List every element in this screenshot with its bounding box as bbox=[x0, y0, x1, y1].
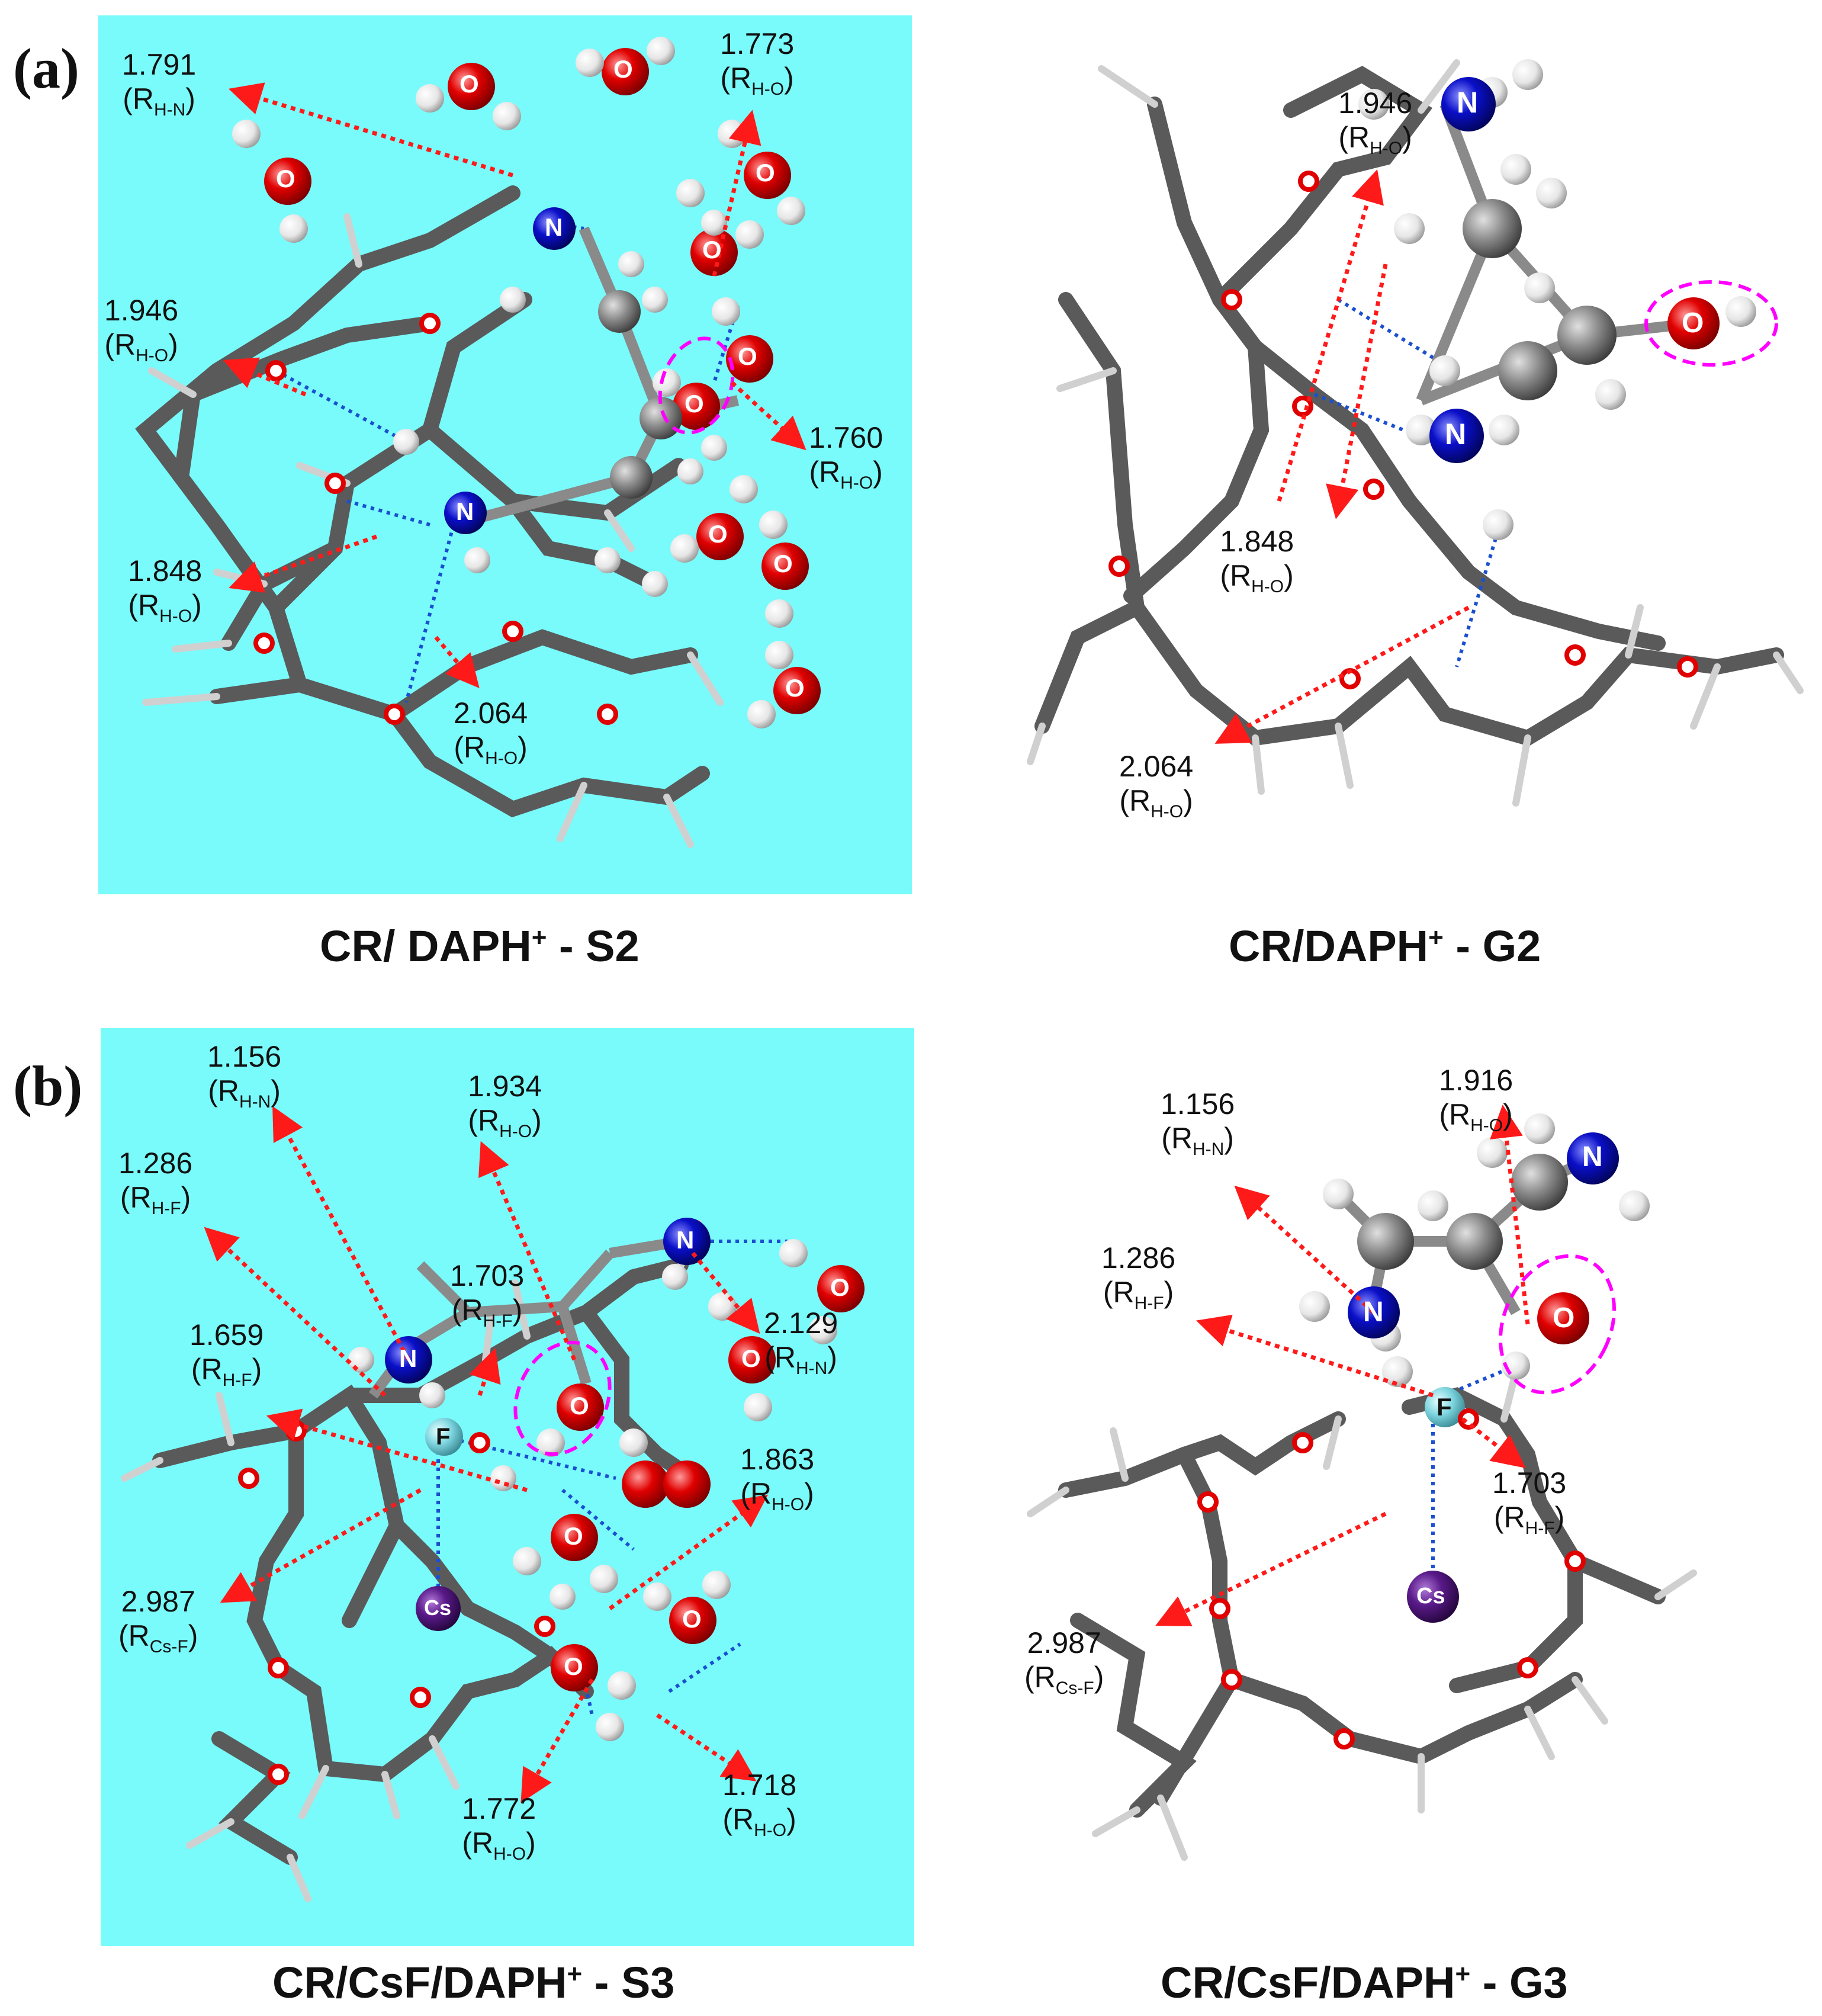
distance-label: 1.848(RH-O) bbox=[128, 554, 203, 626]
distance-label: 1.703(RH-F) bbox=[1492, 1466, 1567, 1538]
atom-label-o: O bbox=[276, 165, 295, 192]
atom-label-o: O bbox=[459, 70, 479, 98]
caption-g3: CR/CsF/DAPH+ - G3 bbox=[1161, 1958, 1568, 2007]
atom-label-cs: Cs bbox=[424, 1596, 452, 1620]
atom-label-n: N bbox=[1363, 1296, 1384, 1328]
atom-label-o: O bbox=[1553, 1302, 1575, 1334]
atom-label-o: O bbox=[756, 159, 775, 187]
caption-s2: CR/ DAPH+ - S2 bbox=[320, 922, 640, 971]
distance-label: 2.987(RCs-F) bbox=[1024, 1626, 1104, 1698]
atom-label-o: O bbox=[738, 342, 757, 370]
distance-label: 1.946(RH-O) bbox=[1338, 86, 1413, 158]
distance-label: 1.848(RH-O) bbox=[1220, 525, 1294, 596]
atom-label-o: O bbox=[682, 1605, 702, 1633]
panel-label-a: (a) bbox=[13, 37, 79, 100]
distance-label: 1.916(RH-O) bbox=[1439, 1064, 1513, 1135]
atom-label-o: O bbox=[564, 1652, 583, 1680]
atom-label-n: N bbox=[399, 1344, 417, 1372]
atom-label-o: O bbox=[773, 550, 793, 577]
molecule-s2 bbox=[135, 37, 821, 848]
distance-label: 1.156(RH-N) bbox=[1161, 1087, 1235, 1159]
atom-label-o: O bbox=[685, 390, 704, 418]
panel-label-b: (b) bbox=[13, 1054, 83, 1118]
distance-label: 1.286(RH-F) bbox=[118, 1147, 193, 1218]
distance-label: 2.987(RCs-F) bbox=[118, 1585, 198, 1657]
caption-s3: CR/CsF/DAPH+ - S3 bbox=[272, 1958, 675, 2007]
atom-label-n: N bbox=[1457, 86, 1479, 119]
distance-label: 1.703(RH-F) bbox=[450, 1259, 525, 1331]
atom-label-f: F bbox=[1437, 1393, 1452, 1421]
atom-label-o: O bbox=[741, 1344, 761, 1372]
distance-label: 1.863(RH-O) bbox=[740, 1443, 815, 1514]
panel-s3: N N O O O O O O F Cs 1.156(RH-N) 1.934(R… bbox=[101, 1028, 914, 1946]
distance-label: 2.129(RH-N) bbox=[764, 1306, 838, 1378]
distance-label: 1.156(RH-N) bbox=[207, 1040, 282, 1112]
distance-label: 2.064(RH-O) bbox=[454, 696, 528, 768]
distance-label: 1.760(RH-O) bbox=[809, 421, 883, 493]
molecule-g3 bbox=[1027, 1105, 1697, 1861]
distance-label: 1.934(RH-O) bbox=[468, 1070, 542, 1141]
atom-label-n: N bbox=[1582, 1141, 1603, 1173]
distance-label: 1.286(RH-F) bbox=[1101, 1241, 1176, 1313]
distance-label: 1.659(RH-F) bbox=[189, 1318, 264, 1390]
distance-label: 1.773(RH-O) bbox=[720, 27, 795, 99]
atom-label-o: O bbox=[1682, 307, 1704, 339]
atom-label-cs: Cs bbox=[1416, 1584, 1445, 1609]
atom-label-n: N bbox=[1445, 418, 1467, 451]
atom-label-o: O bbox=[613, 55, 633, 83]
distance-label: 1.772(RH-O) bbox=[462, 1792, 536, 1864]
molecule-s3 bbox=[121, 1106, 865, 1902]
atom-label-o: O bbox=[570, 1392, 589, 1420]
panel-s2: O O O O O O O O O O N N 1.791(RH-N) 1.77… bbox=[98, 15, 912, 894]
atom-label-n: N bbox=[456, 497, 474, 525]
distance-label: 2.064(RH-O) bbox=[1119, 750, 1194, 821]
molecule-g2 bbox=[1027, 59, 1804, 807]
atom-label-f: F bbox=[436, 1424, 451, 1450]
atom-label-o: O bbox=[564, 1522, 583, 1550]
atom-label-n: N bbox=[545, 213, 563, 241]
distance-label: 1.718(RH-O) bbox=[722, 1768, 797, 1840]
caption-g2: CR/DAPH+ - G2 bbox=[1229, 922, 1541, 971]
atom-label-o: O bbox=[785, 674, 805, 702]
distance-label: 1.946(RH-O) bbox=[104, 294, 179, 365]
panel-g2: N N O 1.946(RH-O) 1.848(RH-O) 2.064(RH-O… bbox=[1007, 15, 1818, 894]
atom-label-o: O bbox=[830, 1273, 850, 1301]
panel-g3: N N O F Cs 1.156(RH-N) 1.916(RH-O) 1.286… bbox=[1007, 1028, 1818, 1946]
distance-label: 1.791(RH-N) bbox=[122, 48, 197, 120]
atom-label-n: N bbox=[676, 1226, 695, 1254]
atom-label-o: O bbox=[708, 520, 728, 548]
atom-label-o: O bbox=[702, 236, 722, 264]
